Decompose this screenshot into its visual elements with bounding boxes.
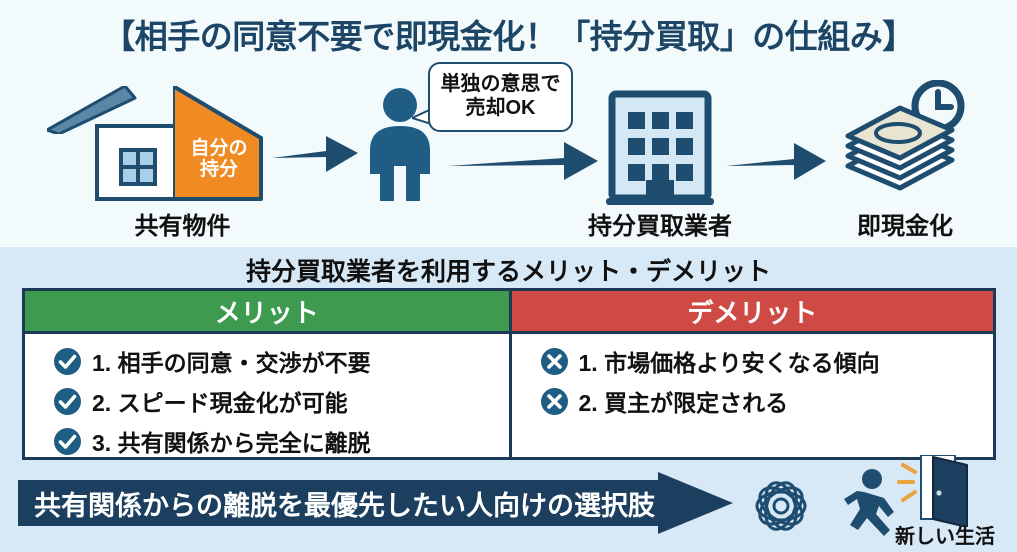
owner-person-icon	[370, 88, 430, 201]
merit-demerit-table: メリット 1. 相手の同意・交渉が不要 2. スピード現金化が可能	[22, 288, 996, 460]
demerit-header: デメリット	[511, 291, 993, 334]
arrow-right-icon-1	[272, 136, 358, 172]
merit-list: 1. 相手の同意・交渉が不要 2. スピード現金化が可能 3. 共有関係から完全…	[25, 334, 509, 458]
list-item: 1. 相手の同意・交渉が不要	[53, 344, 509, 378]
demerit-item-text: 1. 市場価格より安くなる傾向	[578, 350, 880, 376]
merit-header: メリット	[25, 291, 509, 334]
merit-item-text: 2. スピード現金化が可能	[92, 390, 348, 416]
cross-circle-icon	[540, 387, 568, 415]
merit-item-text: 3. 共有関係から完全に離脱	[92, 430, 371, 456]
arrow-right-icon-3	[726, 143, 826, 180]
merit-column: メリット 1. 相手の同意・交渉が不要 2. スピード現金化が可能	[25, 291, 512, 457]
door-caption: 新しい生活	[895, 526, 995, 548]
bubble-line2: 売却OK	[465, 97, 536, 120]
check-circle-icon	[54, 387, 81, 415]
check-circle-icon	[54, 347, 81, 375]
buyer-company-building-icon	[606, 90, 714, 205]
tangled-knot-icon	[755, 481, 807, 531]
comparison-heading: 持分買取業者を利用するメリット・デメリット	[245, 258, 771, 286]
share-label-line2: 持分	[199, 159, 238, 181]
list-item: 1. 市場価格より安くなる傾向	[540, 344, 994, 378]
house-window-icon	[119, 148, 157, 186]
banner-arrow-shape	[18, 472, 733, 534]
demerit-column: デメリット 1. 市場価格より安くなる傾向 2. 買主が限定される	[511, 291, 994, 457]
banner-text: 共有関係からの離脱を最優先したい人向けの選択肢	[34, 490, 655, 521]
list-item: 2. 買主が限定される	[540, 384, 994, 418]
share-label-line1: 自分の	[190, 138, 248, 159]
house-roof-icon	[47, 86, 137, 134]
walking-person-icon	[844, 469, 894, 536]
conclusion-banner: 共有関係からの離脱を最優先したい人向けの選択肢	[18, 472, 733, 534]
cash-with-clock-icon	[845, 80, 965, 191]
building-caption: 持分買取業者	[588, 213, 732, 240]
open-door-icon	[897, 455, 968, 527]
flow-diagram: 自分の 持分 共有物件 単独の意思で 売却OK	[0, 58, 1017, 240]
house-right-half	[171, 84, 263, 201]
speech-bubble: 単独の意思で 売却OK	[428, 62, 573, 132]
money-caption: 即現金化	[857, 213, 953, 240]
list-item: 2. スピード現金化が可能	[53, 384, 509, 418]
shared-property-house-icon: 自分の 持分	[47, 84, 270, 201]
cross-circle-icon	[540, 347, 568, 375]
house-share-label: 自分の 持分	[173, 138, 265, 181]
demerit-item-text: 2. 買主が限定される	[578, 390, 789, 416]
arrow-right-icon-2	[448, 142, 598, 180]
merit-item-text: 1. 相手の同意・交渉が不要	[92, 350, 371, 376]
bubble-line1: 単独の意思で	[440, 73, 561, 95]
list-item: 3. 共有関係から完全に離脱	[53, 424, 509, 458]
demerit-list: 1. 市場価格より安くなる傾向 2. 買主が限定される	[512, 334, 994, 418]
house-caption: 共有物件	[134, 213, 231, 240]
check-circle-icon	[54, 427, 81, 455]
house-left-half	[95, 124, 177, 201]
page-title: 【相手の同意不要で即現金化！「持分買取」の仕組み】	[102, 18, 915, 55]
